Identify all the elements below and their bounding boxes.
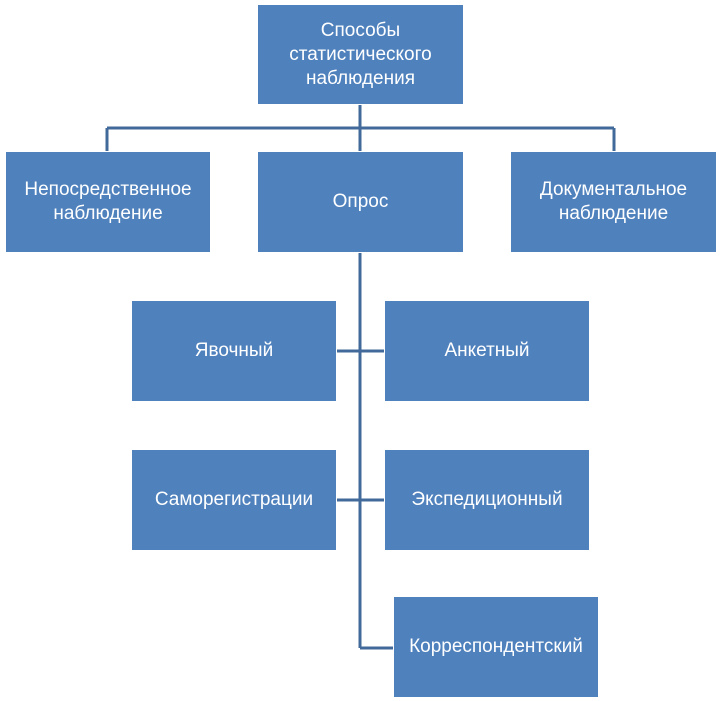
node-survey-expeditionary: Экспедиционный bbox=[384, 449, 590, 551]
node-survey-in-person-label: Явочный bbox=[194, 340, 274, 361]
root-node: Способы статистического наблюдения bbox=[257, 4, 464, 105]
node-survey: Опрос bbox=[257, 151, 464, 253]
root-node-label: Способы статистического наблюдения bbox=[289, 19, 432, 89]
node-survey-in-person: Явочный bbox=[131, 300, 337, 402]
node-survey-questionnaire: Анкетный bbox=[384, 300, 590, 402]
node-survey-correspondent: Корреспондентский bbox=[393, 596, 599, 698]
node-direct-observation: Непосредственное наблюдение bbox=[5, 151, 211, 253]
node-survey-label: Опрос bbox=[332, 191, 389, 212]
node-documentary-observation: Документальное наблюдение bbox=[510, 151, 717, 253]
node-survey-self-registration-label: Саморегистрации bbox=[154, 489, 314, 510]
node-survey-self-registration: Саморегистрации bbox=[131, 449, 337, 551]
node-survey-correspondent-label: Корреспондентский bbox=[409, 636, 583, 657]
node-survey-expeditionary-label: Экспедиционный bbox=[411, 489, 563, 510]
node-direct-observation-label: Непосредственное наблюдение bbox=[24, 179, 192, 224]
node-survey-questionnaire-label: Анкетный bbox=[444, 340, 530, 361]
node-documentary-observation-label: Документальное наблюдение bbox=[539, 179, 688, 224]
